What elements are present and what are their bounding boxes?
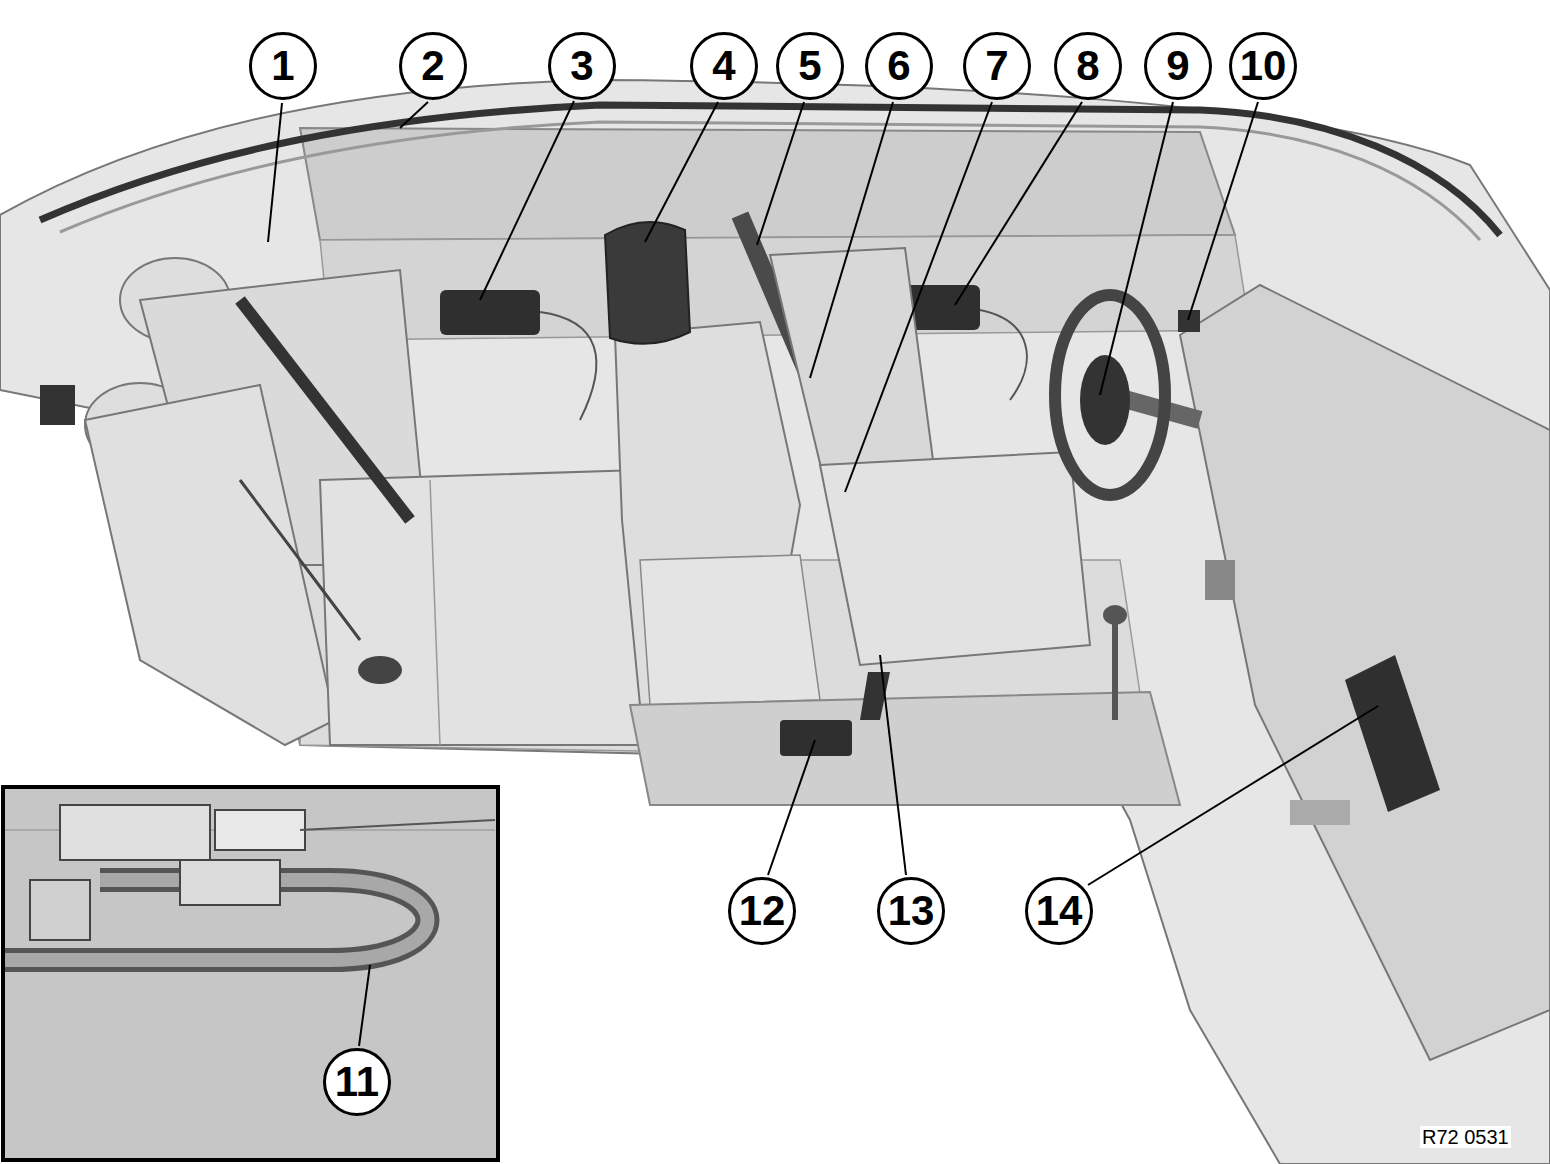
- leader-line: [645, 102, 718, 242]
- leader-line: [400, 102, 428, 128]
- callout-circle: 4: [690, 32, 758, 100]
- callout-number: 8: [1076, 45, 1099, 87]
- callout-number: 12: [739, 890, 786, 932]
- gear-knob: [1103, 605, 1127, 625]
- callout-circle: 6: [865, 32, 933, 100]
- callout-circle: 10: [1229, 32, 1297, 100]
- leader-line: [1188, 102, 1258, 320]
- callout-number: 2: [421, 45, 444, 87]
- belt: [240, 480, 360, 640]
- vent: [1205, 560, 1235, 600]
- front-seat-cushion: [640, 555, 820, 705]
- center-console: [630, 692, 1180, 805]
- steering-wheel: [1055, 295, 1165, 495]
- leader-line: [1088, 706, 1378, 885]
- knee-airbag-connector: [1178, 310, 1200, 332]
- dashboard: [1180, 285, 1550, 1060]
- callout-circle: 7: [963, 32, 1031, 100]
- callout-number: 3: [570, 45, 593, 87]
- callout-circle: 13: [877, 877, 945, 945]
- passenger-airbag: [1345, 655, 1440, 812]
- callout-number: 10: [1240, 45, 1287, 87]
- connector: [180, 860, 280, 905]
- wire: [300, 820, 495, 830]
- driver-airbag: [1080, 355, 1130, 445]
- callout-circle: 14: [1025, 877, 1093, 945]
- connector: [60, 805, 210, 860]
- callout-circle: 3: [548, 32, 616, 100]
- rear-seat-cushion: [320, 470, 660, 745]
- callout-circle: 1: [249, 32, 317, 100]
- callout-circle: 12: [728, 877, 796, 945]
- callout-number: 13: [888, 890, 935, 932]
- callout-circle: 9: [1144, 32, 1212, 100]
- leader-line: [845, 102, 992, 492]
- rear-seat-back: [85, 385, 335, 745]
- belt-retractor: [40, 385, 75, 425]
- callout-number: 1: [271, 45, 294, 87]
- callout-number: 4: [712, 45, 735, 87]
- inset-frame: [3, 787, 498, 1160]
- callout-number: 7: [985, 45, 1008, 87]
- callout-number: 5: [798, 45, 821, 87]
- callout-circle: 5: [776, 32, 844, 100]
- seat-seam: [430, 480, 440, 745]
- leader-line: [880, 655, 906, 875]
- connector: [215, 810, 305, 850]
- bracket: [30, 880, 90, 940]
- vehicle-body: [0, 80, 1550, 1164]
- leader-line: [955, 102, 1082, 305]
- gear-lever: [1112, 620, 1118, 720]
- glovebox-latch: [1290, 800, 1350, 825]
- drawing-code-text: R72 0531: [1420, 1126, 1511, 1148]
- roof-rail: [60, 122, 1480, 240]
- rear-belt-tensioner: [240, 300, 410, 520]
- front-seat-cushion: [820, 452, 1090, 665]
- leader-line: [768, 740, 815, 875]
- wire: [540, 312, 596, 420]
- leader-line: [757, 102, 804, 245]
- leader-line: [268, 103, 282, 242]
- side-window: [300, 128, 1235, 240]
- active-headrest: [605, 222, 690, 344]
- callout-circle: 2: [399, 32, 467, 100]
- drawing-code: R72 0531: [1420, 1126, 1511, 1149]
- leader-line: [359, 965, 370, 1046]
- leader-lines: [268, 101, 1378, 1046]
- callout-circle: 11: [323, 1048, 391, 1116]
- belt-buckle: [358, 656, 402, 684]
- callout-number: 9: [1166, 45, 1189, 87]
- leader-line: [810, 102, 893, 378]
- side-airbag-module: [440, 290, 540, 335]
- control-unit: [780, 720, 852, 756]
- callout-number: 14: [1036, 890, 1083, 932]
- leader-line: [1100, 102, 1173, 395]
- callout-number: 6: [887, 45, 910, 87]
- callout-circle: 8: [1054, 32, 1122, 100]
- leader-line: [480, 101, 574, 300]
- callout-number: 11: [335, 1061, 379, 1103]
- wire: [980, 310, 1027, 400]
